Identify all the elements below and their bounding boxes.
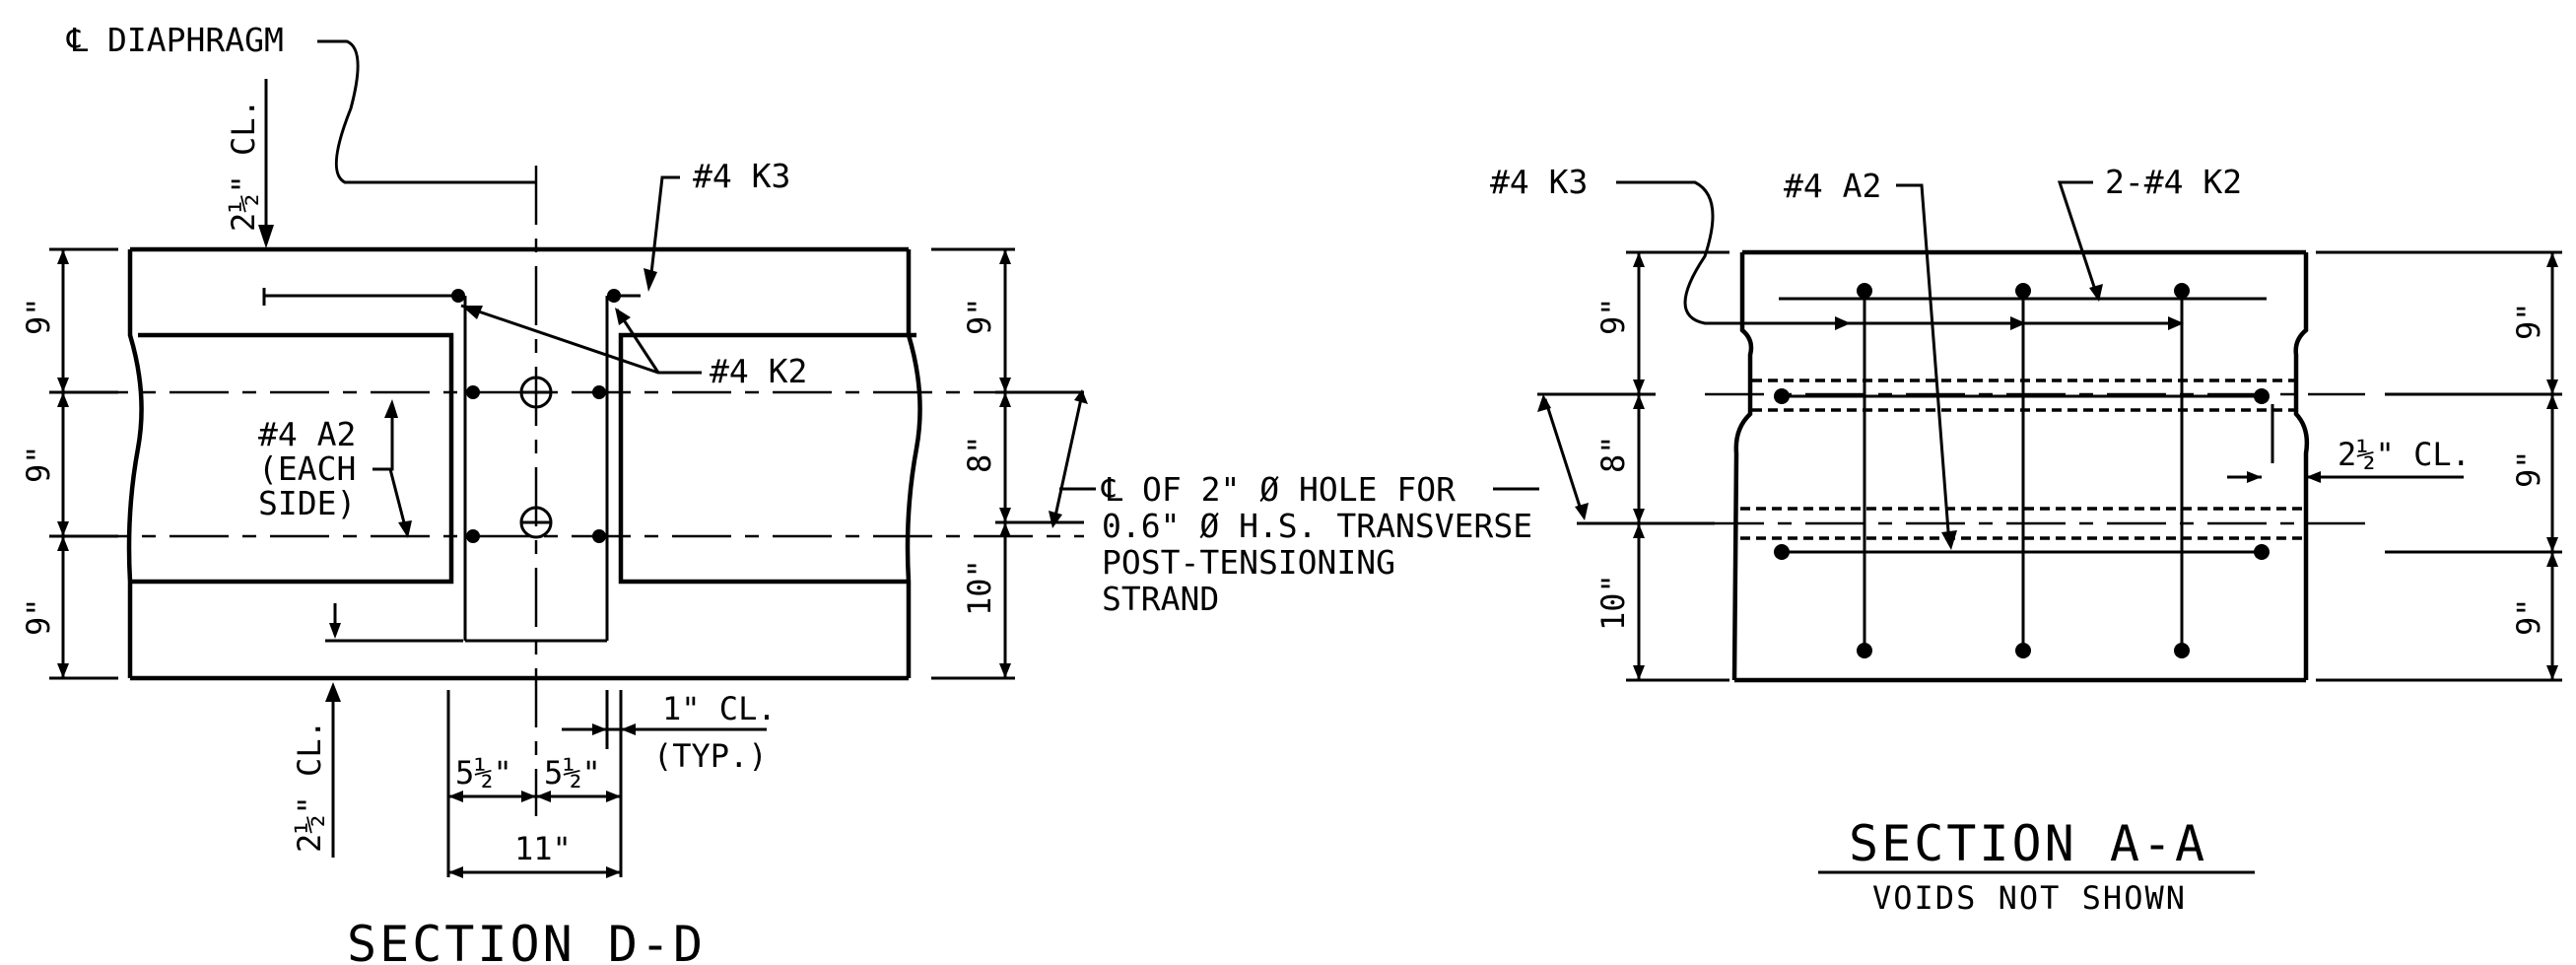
dd-k2-label: #4 K2: [710, 352, 807, 390]
dd-side-clear-2: (TYP.): [653, 737, 768, 775]
dd-top-clear-label: 2½" CL.: [225, 99, 262, 232]
aa-left-dim-1: 9": [1594, 297, 1632, 335]
aa-section-subtitle: VOIDS NOT SHOWN: [1872, 879, 2187, 917]
dd-hole-note-line-2: 0.6" Ø H.S. TRANSVERSE: [1102, 507, 1532, 545]
section-aa: #4 K3 #4 A2 2-#4 K2 2½" CL.: [1490, 163, 2562, 917]
dd-left-dimensions: 9" 9" 9": [20, 247, 118, 680]
dd-a2-label-2: (EACH: [258, 449, 356, 488]
aa-clear-label: 2½" CL.: [2338, 436, 2471, 473]
dd-right-dim-2: 8": [961, 435, 998, 473]
aa-left-dim-2: 8": [1594, 435, 1632, 473]
aa-right-dim-3: 9": [2510, 597, 2547, 636]
aa-strand-ducts: [1705, 379, 2365, 540]
aa-section-title: SECTION A-A: [1849, 815, 2207, 872]
aa-left-dim-3: 10": [1594, 574, 1632, 631]
aa-rebar: [1774, 283, 2270, 658]
aa-left-dimensions: 9" 8" 10": [1537, 250, 1729, 682]
dd-section-title: SECTION D-D: [347, 916, 706, 965]
dd-beam-outline: [126, 246, 922, 681]
dd-left-dim-2: 9": [20, 445, 57, 483]
dd-bottom-dim-1: 5½": [455, 754, 512, 792]
dd-right-dim-1: 9": [961, 297, 998, 335]
dd-left-dim-1: 9": [20, 297, 57, 335]
dd-a2-label-1: #4 A2: [258, 415, 356, 453]
aa-a2-label: #4 A2: [1784, 167, 1881, 205]
dd-rebar-dots: [451, 289, 621, 543]
aa-k3-label: #4 K3: [1490, 163, 1588, 201]
dd-cl-diaphragm-label: ℄ DIAPHRAGM: [66, 21, 284, 59]
dd-hole-note-line-4: STRAND: [1102, 580, 1219, 618]
aa-right-dim-1: 9": [2510, 302, 2547, 340]
aa-right-dimensions: 9" 9" 9": [2316, 250, 2562, 682]
dd-a2-label-3: SIDE): [258, 484, 356, 522]
aa-k2-label: 2-#4 K2: [2105, 163, 2242, 201]
dd-k3-label: #4 K3: [693, 157, 790, 195]
aa-right-dim-2: 9": [2510, 449, 2547, 488]
dd-post-tension-holes: [519, 376, 553, 539]
dd-right-dim-3: 10": [961, 559, 998, 616]
dd-side-clear-1: 1" CL.: [662, 690, 777, 727]
dd-left-dim-3: 9": [20, 597, 57, 636]
dd-right-dimensions: 9" 8" 10": [931, 247, 1084, 680]
dd-total-width: 11": [514, 830, 572, 867]
dd-hole-note-line-1: ℄ OF 2" Ø HOLE FOR: [1101, 470, 1456, 509]
dd-hole-note: ℄ OF 2" Ø HOLE FOR 0.6" Ø H.S. TRANSVERS…: [1101, 470, 1532, 618]
dd-bottom-dimensions: 5½" 5½" 11": [446, 690, 623, 878]
dd-bottom-clear-label: 2½" CL.: [291, 720, 328, 853]
dd-bottom-dim-2: 5½": [544, 754, 601, 792]
section-dd: ℄ DIAPHRAGM 2½" CL. #4 K3 #4 K2 #4 A2 (E…: [20, 21, 1539, 965]
aa-beam-outline: [1731, 249, 2310, 683]
dd-hole-note-line-3: POST-TENSIONING: [1102, 543, 1395, 582]
